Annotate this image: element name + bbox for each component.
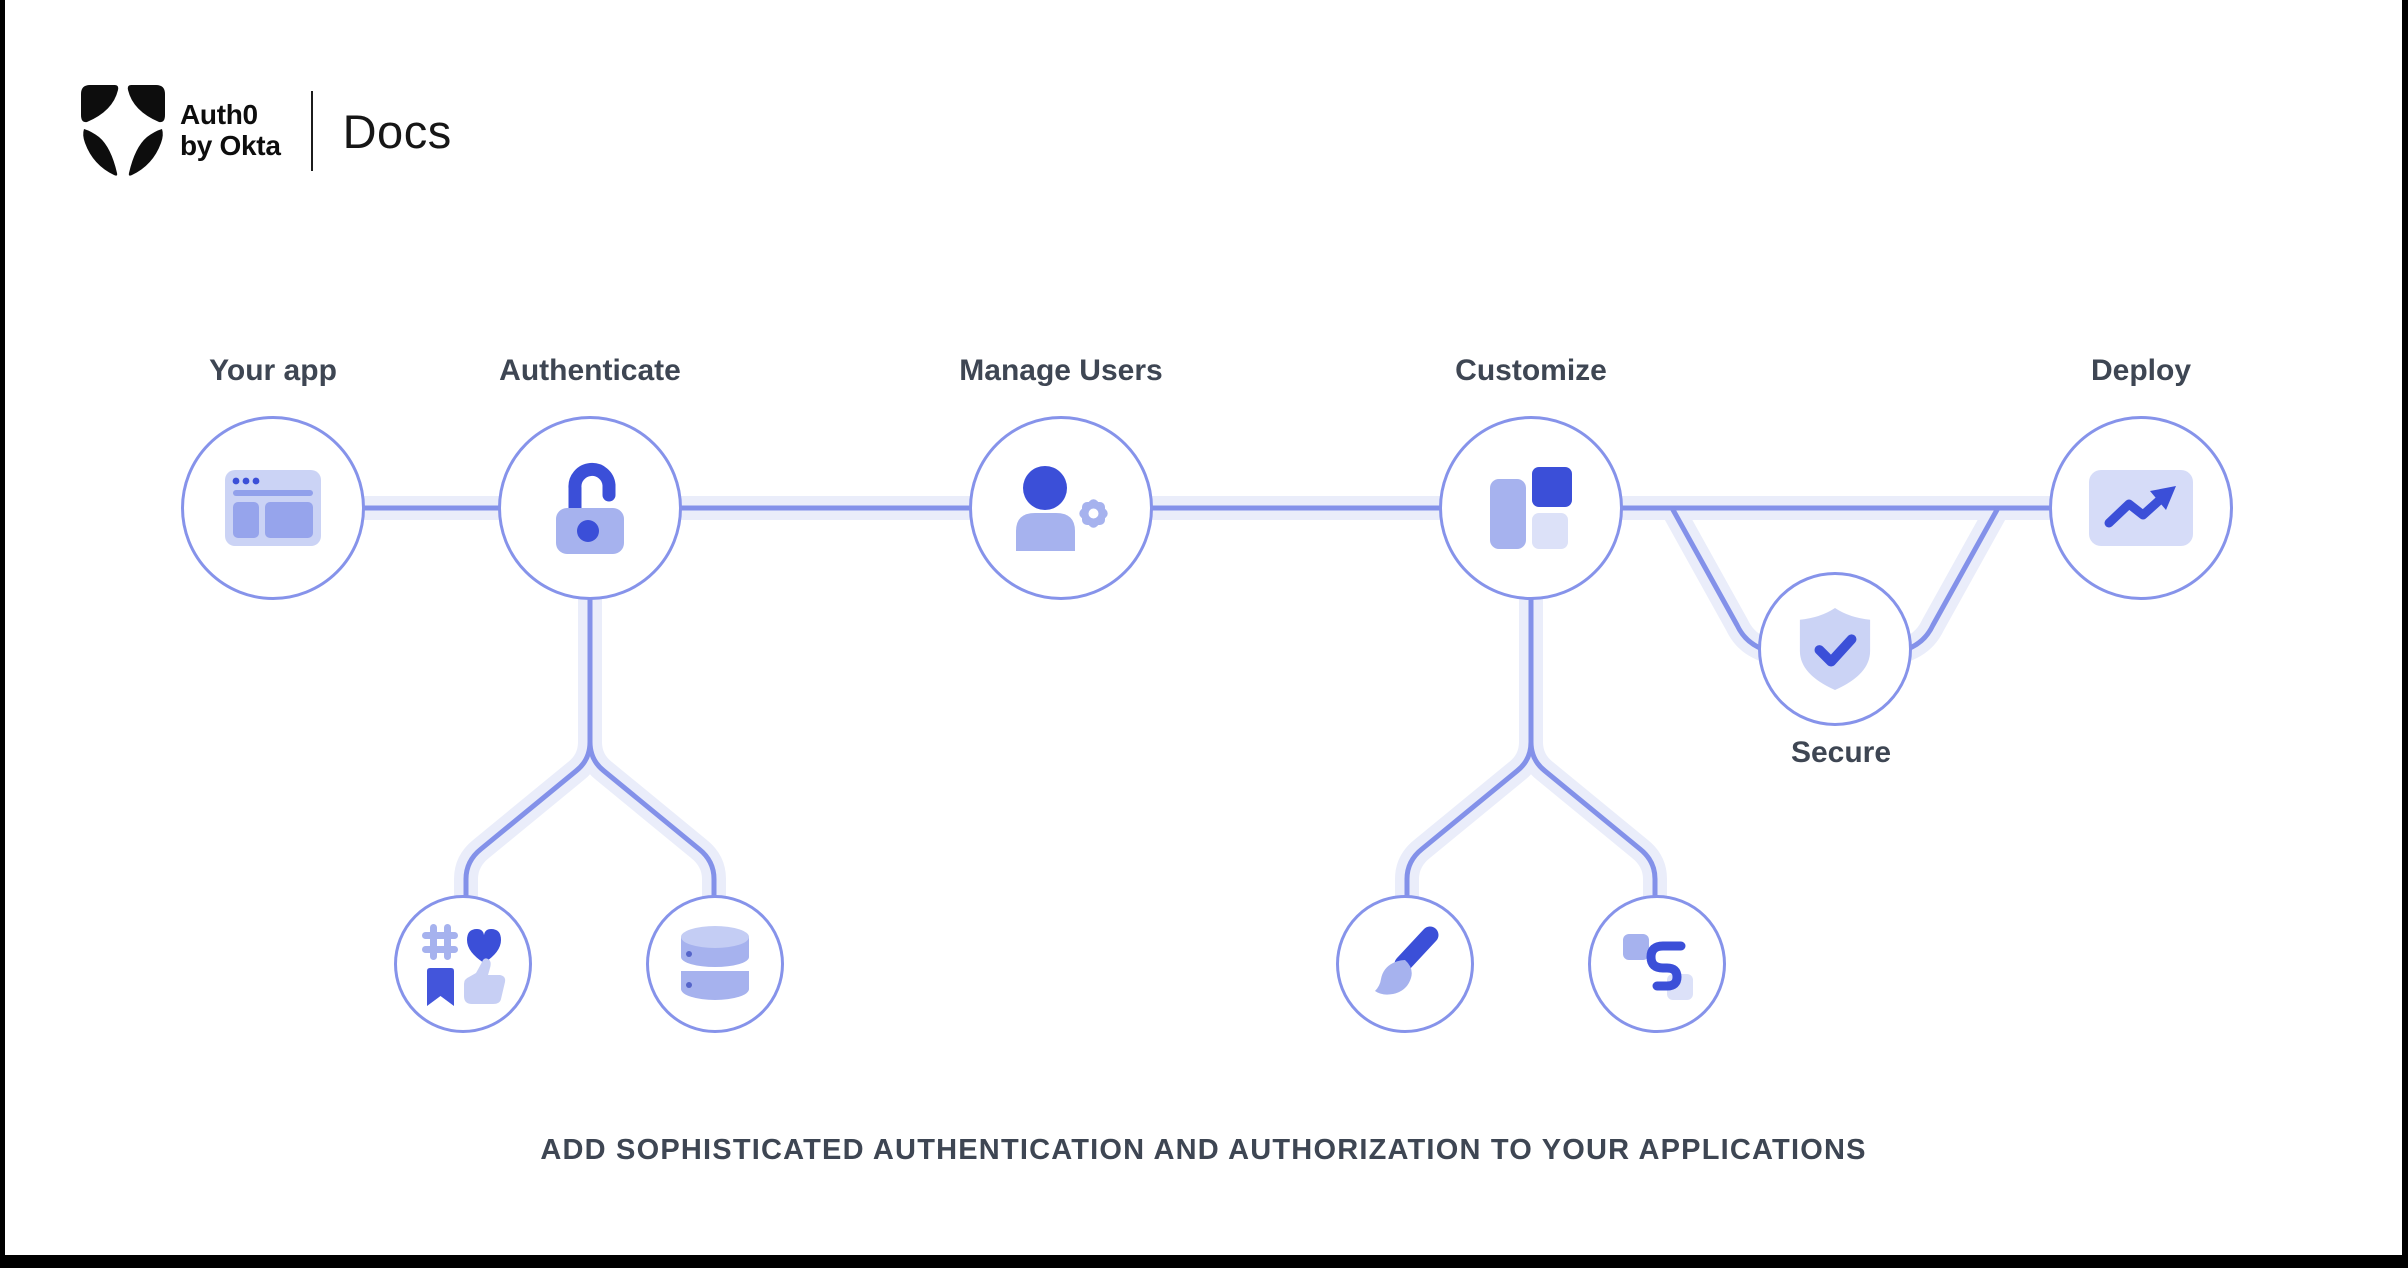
layout-blocks-icon [1490,467,1572,549]
node-social-connections[interactable] [394,895,532,1033]
database-icon [681,926,749,1000]
node-your-app[interactable] [181,416,365,600]
label-customize: Customize [1455,354,1607,387]
label-your-app: Your app [209,354,337,387]
node-customize[interactable] [1439,416,1623,600]
brand-wordmark: Auth0 by Okta [180,99,281,162]
node-user-database[interactable] [646,895,784,1033]
flow-route-icon [1623,934,1693,1000]
node-authenticate[interactable] [498,416,682,600]
brand-line2: by Okta [180,130,281,161]
connector-lines [273,496,2141,906]
open-padlock-icon [556,463,624,554]
product-name: Docs [342,104,452,158]
node-secure[interactable] [1758,572,1912,726]
user-gear-icon [1016,466,1108,551]
bookmark-icon [427,968,454,1006]
logo-divider [310,91,313,171]
thumbs-up-icon [464,958,506,1004]
trend-chart-icon [2089,470,2193,546]
shield-check-icon [1799,608,1871,690]
node-flows[interactable] [1588,895,1726,1033]
hashtag-icon [422,924,458,960]
node-deploy[interactable] [2049,416,2233,600]
label-manage-users: Manage Users [959,354,1163,387]
label-deploy: Deploy [2090,354,2192,387]
heart-icon [467,929,501,963]
browser-window-icon [225,470,321,546]
social-engagement-icons [422,924,506,1006]
auth0-shield-icon [81,85,165,176]
paintbrush-icon [1375,926,1439,995]
node-manage-users[interactable] [969,416,1153,600]
label-authenticate: Authenticate [499,354,681,387]
label-secure: Secure [1790,736,1892,769]
hero-headline: ADD SOPHISTICATED AUTHENTICATION AND AUT… [540,1134,1867,1166]
brand-line1: Auth0 [180,99,258,131]
auth0-docs-logo[interactable]: Auth0 by Okta Docs [81,84,452,178]
node-branding[interactable] [1336,895,1474,1033]
